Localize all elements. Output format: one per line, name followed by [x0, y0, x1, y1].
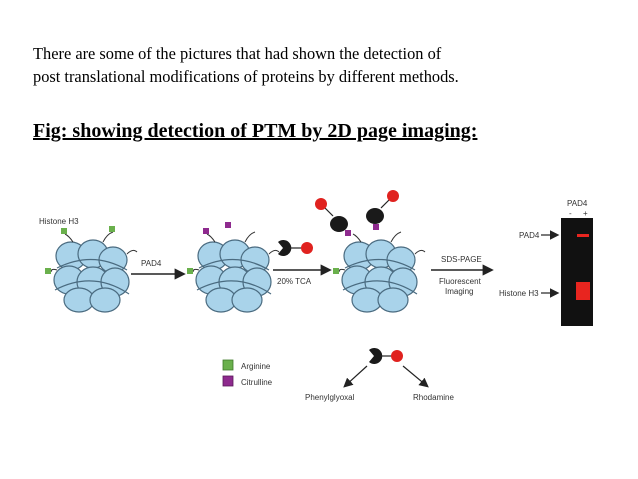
arginine-marker [45, 268, 51, 274]
histone-complex-citrullinated [195, 239, 272, 313]
ptm-detection-figure: Histone H3 PAD4 [33, 190, 605, 410]
rhodamine-arrow [402, 365, 429, 388]
intro-line-2: post translational modifications of prot… [33, 67, 459, 86]
legend-citrulline-label: Citrulline [241, 378, 273, 387]
arginine-marker [187, 268, 193, 274]
bound-probe-right [366, 190, 399, 224]
gel-histone-label: Histone H3 [499, 289, 539, 298]
imaging-label: Imaging [445, 287, 473, 296]
pad4-arrow-label: PAD4 [141, 259, 162, 268]
gel-header-label: PAD4 [567, 199, 588, 208]
histone-tails-2 [192, 231, 280, 273]
figure-heading: Fig: showing detection of PTM by 2D page… [33, 120, 478, 142]
tca-label: 20% TCA [277, 277, 312, 286]
gel-minus-label: - [569, 209, 572, 218]
gel-band-histone [576, 282, 590, 300]
probe-breakdown [369, 348, 403, 364]
legend-arginine-label: Arginine [241, 362, 271, 371]
histone-h3-label: Histone H3 [39, 217, 79, 226]
citrulline-marker [225, 222, 231, 228]
gel-plus-label: + [583, 209, 588, 218]
citrulline-marker [345, 230, 351, 236]
bound-probe-left [315, 198, 348, 232]
phenylglyoxal-label: Phenylglyoxal [305, 393, 355, 402]
rhodamine-label: Rhodamine [413, 393, 454, 402]
citrulline-marker [373, 224, 379, 230]
phenylglyoxal-rhodamine-probe [278, 240, 313, 256]
intro-line-1: There are some of the pictures that had … [33, 44, 442, 63]
gel-band-pad4 [577, 234, 589, 237]
histone-tails-1 [50, 231, 138, 273]
arginine-marker [109, 226, 115, 232]
fluorescent-label: Fluorescent [439, 277, 482, 286]
arginine-marker [61, 228, 67, 234]
figure-canvas: Histone H3 PAD4 [39, 190, 593, 402]
histone-complex-unmodified [53, 239, 130, 313]
phenylglyoxal-arrow [343, 365, 368, 388]
legend-citrulline-swatch [222, 375, 234, 387]
histone-tails-3 [338, 231, 426, 273]
intro-text: There are some of the pictures that had … [33, 42, 623, 88]
arginine-marker [333, 268, 339, 274]
histone-complex-labeled [341, 239, 418, 313]
legend-arginine-swatch [222, 359, 234, 371]
citrulline-marker [203, 228, 209, 234]
gel-pad4-label: PAD4 [519, 231, 540, 240]
sds-page-label: SDS-PAGE [441, 255, 482, 264]
